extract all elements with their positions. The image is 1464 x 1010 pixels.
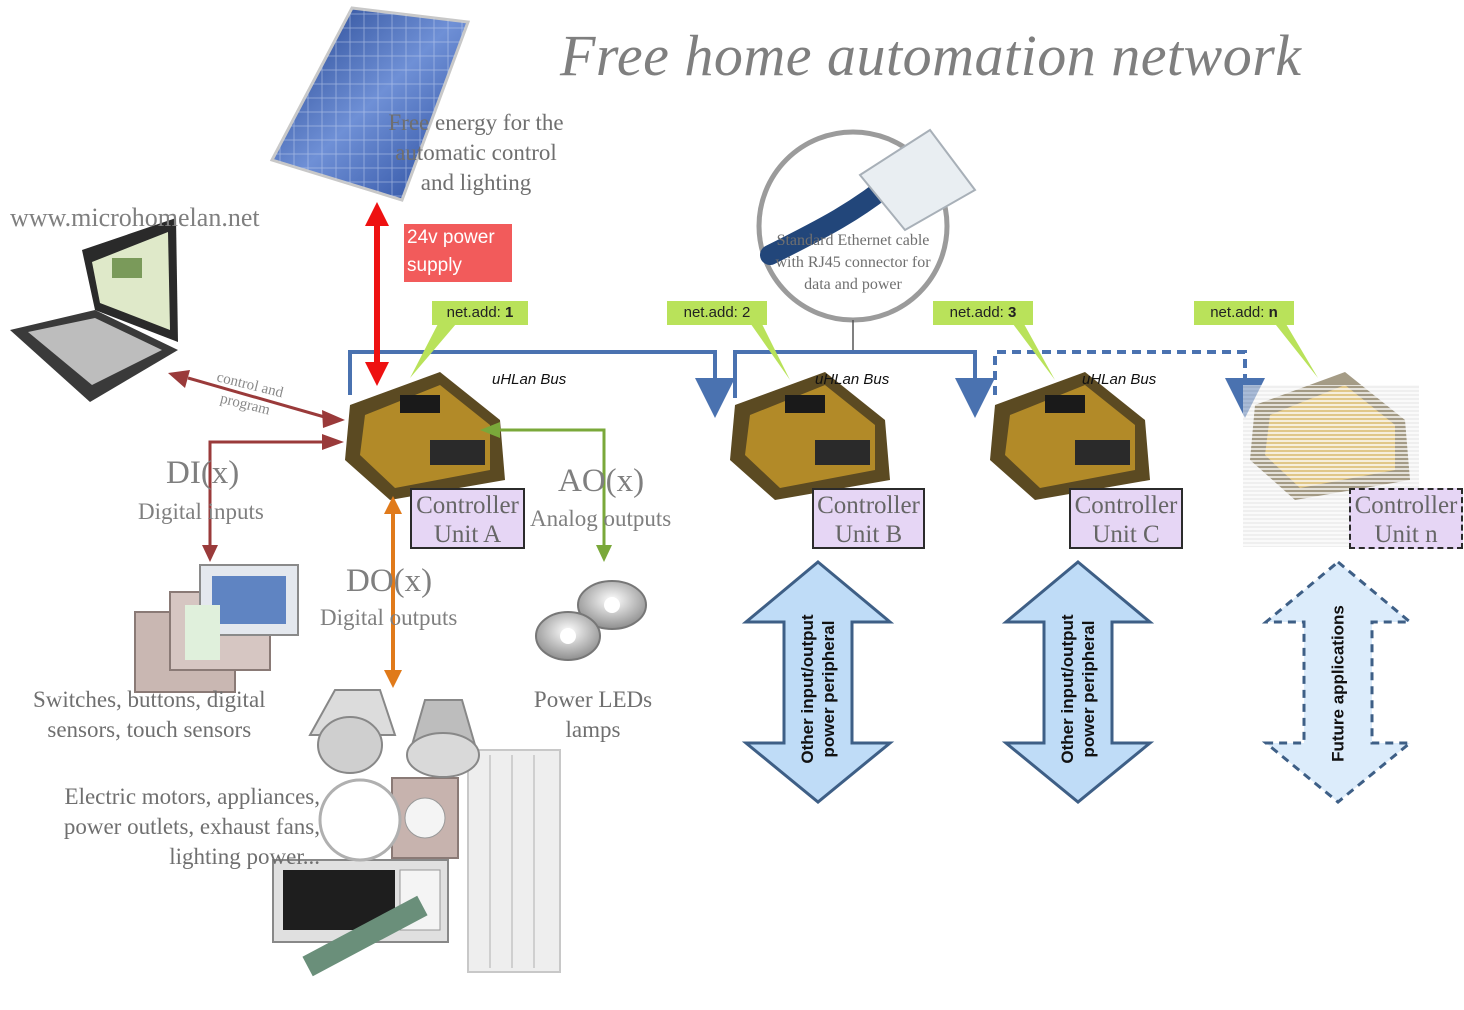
peripheral-text-n: Future applications: [1328, 605, 1348, 762]
control-arrow: [168, 370, 345, 428]
di-arrow: [202, 434, 344, 562]
appliances-caption: Electric motors, appliances,power outlet…: [63, 784, 320, 869]
netadd-label-1: net.add: 1: [432, 301, 528, 325]
ao-label: Analog outputs: [530, 506, 672, 531]
netadd-pointers: [410, 320, 1318, 380]
power-supply-label: 24v power supply: [404, 224, 512, 282]
power-arrow: [365, 202, 389, 386]
uhlan-bus: [348, 350, 1265, 418]
do-arrow: [384, 496, 402, 688]
laptop-icon: [10, 218, 178, 402]
peripheral-arrow-b: [741, 560, 895, 804]
solar-caption: Free energy for the automatic control an…: [388, 110, 564, 195]
controller-board-n: [1243, 372, 1419, 547]
do-label: Digital outputs: [320, 605, 458, 630]
peripheral-arrow-c: [1001, 560, 1155, 804]
ao-code: AO(x): [558, 463, 645, 499]
appliances-icon: [272, 689, 561, 977]
netadd-label-3: net.add: 3: [933, 301, 1033, 325]
controller-board-a: [345, 372, 505, 500]
led-lamps-icon: [535, 580, 647, 661]
diagram-title: Free home automation network: [560, 23, 1302, 88]
bus-label-a: uHLan Bus: [492, 371, 567, 388]
website-url: www.microhomelan.net: [10, 203, 260, 232]
di-code: DI(x): [166, 455, 240, 491]
netadd-label-2: net.add: 2: [667, 301, 767, 325]
netadd-label-n: net.add: n: [1194, 301, 1294, 325]
peripheral-arrow-n: [1261, 560, 1415, 804]
bus-label-c: uHLan Bus: [1082, 371, 1157, 388]
controller-board-c: [990, 372, 1150, 500]
ao-arrow: [480, 422, 612, 562]
switches-icon: [134, 564, 299, 693]
ethernet-caption: Standard Ethernet cable with RJ45 connec…: [775, 232, 931, 293]
di-label: Digital inputs: [138, 499, 264, 524]
controller-board-b: [730, 372, 890, 500]
do-code: DO(x): [346, 563, 433, 599]
solar-panel-icon: [269, 6, 471, 202]
bus-label-b: uHLan Bus: [815, 371, 890, 388]
ethernet-cable-icon: [756, 128, 977, 350]
